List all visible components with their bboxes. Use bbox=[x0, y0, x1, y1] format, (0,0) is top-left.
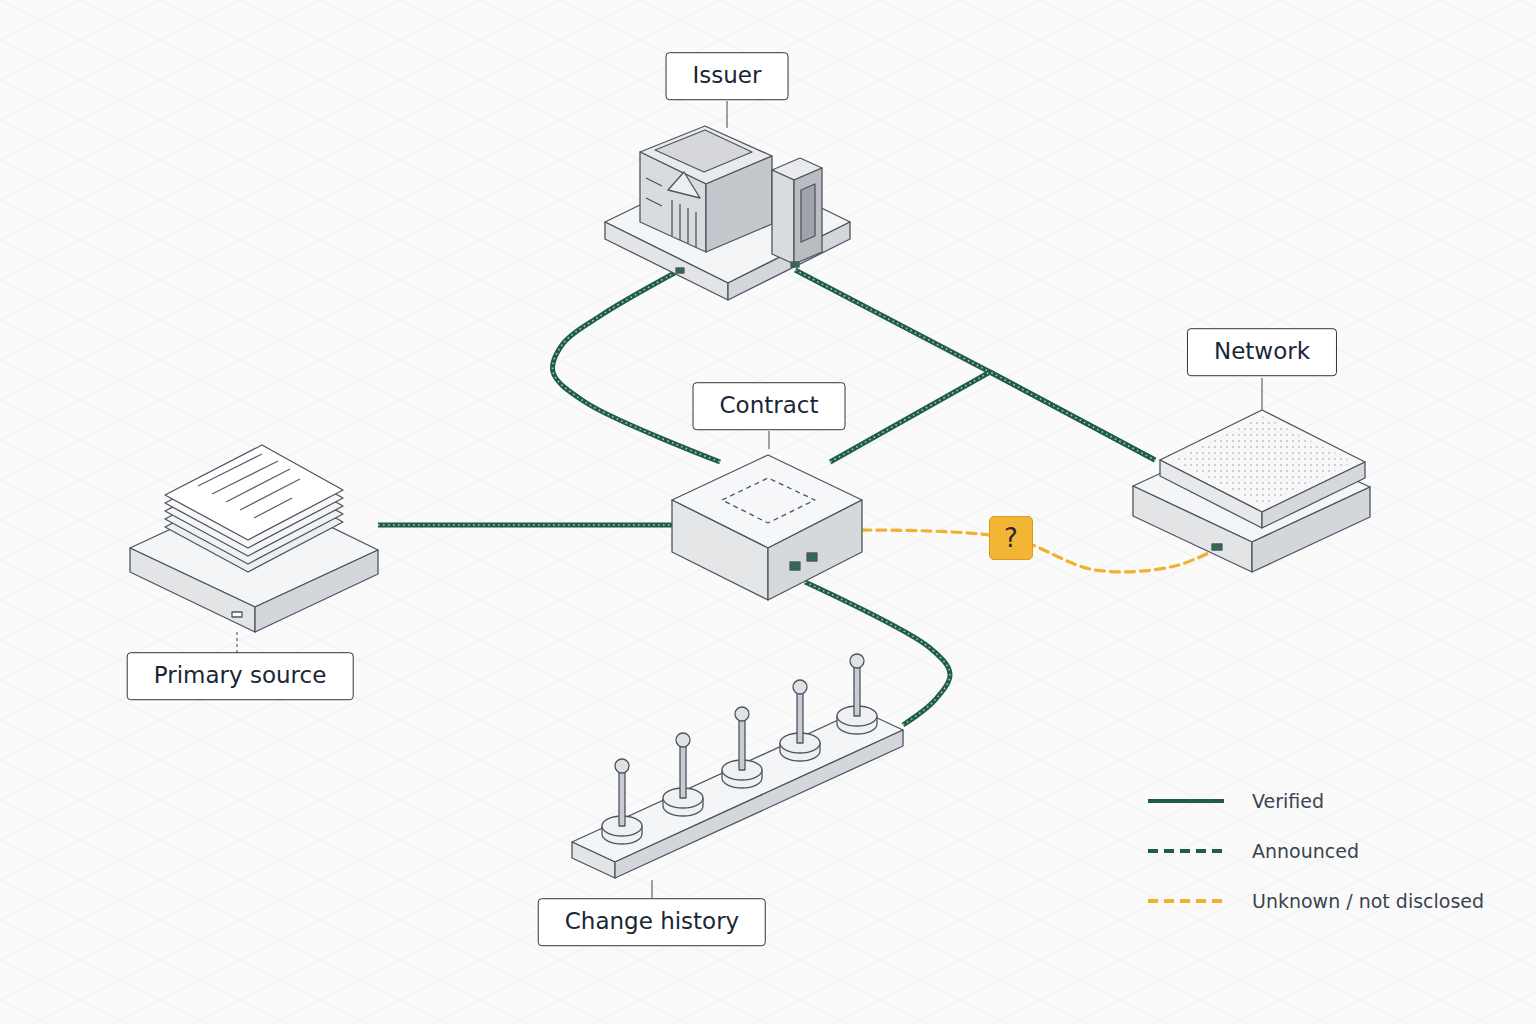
history-rail-part bbox=[615, 654, 864, 773]
connector-line bbox=[830, 372, 1155, 462]
connector-line bbox=[862, 530, 1218, 572]
node-label: Contract bbox=[693, 382, 846, 430]
document-stack-part bbox=[198, 454, 300, 518]
bank-building-part bbox=[794, 168, 822, 264]
connector-ticks bbox=[552, 270, 720, 462]
node-label: Issuer bbox=[666, 52, 789, 100]
history-rail-part bbox=[602, 706, 877, 844]
node-title: Contract bbox=[720, 392, 819, 420]
history-rail-part bbox=[619, 664, 860, 826]
history-rail-part-part bbox=[735, 707, 749, 721]
legend-row: Announced bbox=[1146, 826, 1484, 876]
bank-building-part bbox=[772, 170, 794, 264]
node-label: Network bbox=[1187, 328, 1337, 376]
network-device-part bbox=[1160, 410, 1365, 512]
legend: VerifiedAnnouncedUnknown / not disclosed bbox=[1146, 776, 1484, 926]
document-stack-part bbox=[255, 550, 378, 632]
bank-building-part bbox=[655, 130, 752, 172]
history-rail-part-part bbox=[797, 690, 803, 743]
unknown-badge: ? bbox=[989, 516, 1033, 560]
node-title: Primary source bbox=[154, 662, 327, 690]
network-device-part bbox=[1212, 544, 1222, 550]
history-rail-part bbox=[572, 842, 615, 878]
source-contract-link bbox=[378, 525, 672, 526]
legend-text: Unknown / not disclosed bbox=[1252, 890, 1484, 912]
connector-line bbox=[378, 523, 672, 528]
bank-building bbox=[605, 126, 850, 300]
contract-box-part bbox=[807, 553, 817, 561]
leader-lines-part bbox=[726, 101, 727, 128]
history-rail-part-part bbox=[680, 744, 686, 798]
bank-building-part bbox=[706, 156, 772, 252]
network-device bbox=[1133, 410, 1370, 572]
legend-sample bbox=[1146, 795, 1226, 807]
document-stack-part bbox=[165, 445, 343, 540]
history-rail-part bbox=[615, 730, 903, 878]
history-rail-part-part bbox=[854, 664, 860, 716]
contract-box-part bbox=[768, 500, 862, 600]
legend-text: Verified bbox=[1252, 790, 1324, 812]
history-rail-part-part bbox=[793, 680, 807, 694]
history-rail-part-part bbox=[850, 654, 864, 668]
bank-building-part bbox=[672, 200, 696, 247]
leader-lines-part bbox=[651, 880, 652, 898]
history-rail-part-part bbox=[676, 733, 690, 747]
contract-network-link bbox=[830, 372, 1155, 462]
bank-building-part bbox=[676, 268, 684, 273]
history-rail-part bbox=[572, 710, 903, 862]
issuer-contract-link bbox=[552, 270, 720, 462]
bank-building-part bbox=[801, 184, 815, 242]
connector-line bbox=[552, 270, 720, 462]
node-title: Change history bbox=[565, 908, 739, 936]
legend-text: Announced bbox=[1252, 840, 1359, 862]
history-node: Change history bbox=[572, 655, 903, 880]
document-stack bbox=[130, 445, 378, 632]
issuer-node: Issuer bbox=[605, 120, 850, 270]
node-label: Primary source bbox=[127, 652, 354, 700]
leader-lines-part bbox=[236, 632, 237, 654]
legend-line bbox=[1148, 799, 1224, 803]
contract-box-part bbox=[672, 500, 768, 600]
source-node: Primary source bbox=[130, 442, 378, 632]
contract-box-part bbox=[722, 478, 815, 523]
node-label: Change history bbox=[538, 898, 766, 946]
node-title: Network bbox=[1214, 338, 1310, 366]
history-rail bbox=[572, 654, 903, 878]
contract-box bbox=[672, 455, 862, 600]
legend-row: Verified bbox=[1146, 776, 1484, 826]
leader-lines-part bbox=[1261, 378, 1262, 410]
history-rail-part-part bbox=[619, 770, 625, 826]
node-title: Issuer bbox=[693, 62, 762, 90]
document-stack-part bbox=[232, 612, 242, 617]
connector-ticks bbox=[378, 524, 672, 526]
unknown-link bbox=[862, 530, 1218, 572]
bank-building-part bbox=[668, 172, 700, 198]
connector-ticks bbox=[830, 372, 1155, 462]
contract-box-part bbox=[790, 562, 800, 570]
legend-sample bbox=[1146, 845, 1226, 857]
network-device-part bbox=[1262, 462, 1365, 528]
contract-node: Contract bbox=[672, 462, 862, 582]
network-device-part bbox=[1160, 460, 1262, 528]
connector-line bbox=[805, 582, 950, 725]
legend-row: Unknown / not disclosed bbox=[1146, 876, 1484, 926]
connector-ticks bbox=[805, 582, 950, 725]
legend-line bbox=[1148, 849, 1224, 853]
legend-sample bbox=[1146, 895, 1226, 907]
contract-history-link bbox=[805, 582, 950, 725]
network-node: Network bbox=[1155, 405, 1370, 548]
bank-building-part bbox=[646, 178, 662, 206]
legend-line bbox=[1148, 899, 1224, 903]
leader-lines bbox=[237, 101, 1262, 898]
leader-lines-part bbox=[768, 431, 769, 449]
history-rail-part-part bbox=[615, 759, 629, 773]
bank-building-part bbox=[791, 262, 799, 267]
history-rail-part-part bbox=[739, 718, 745, 770]
